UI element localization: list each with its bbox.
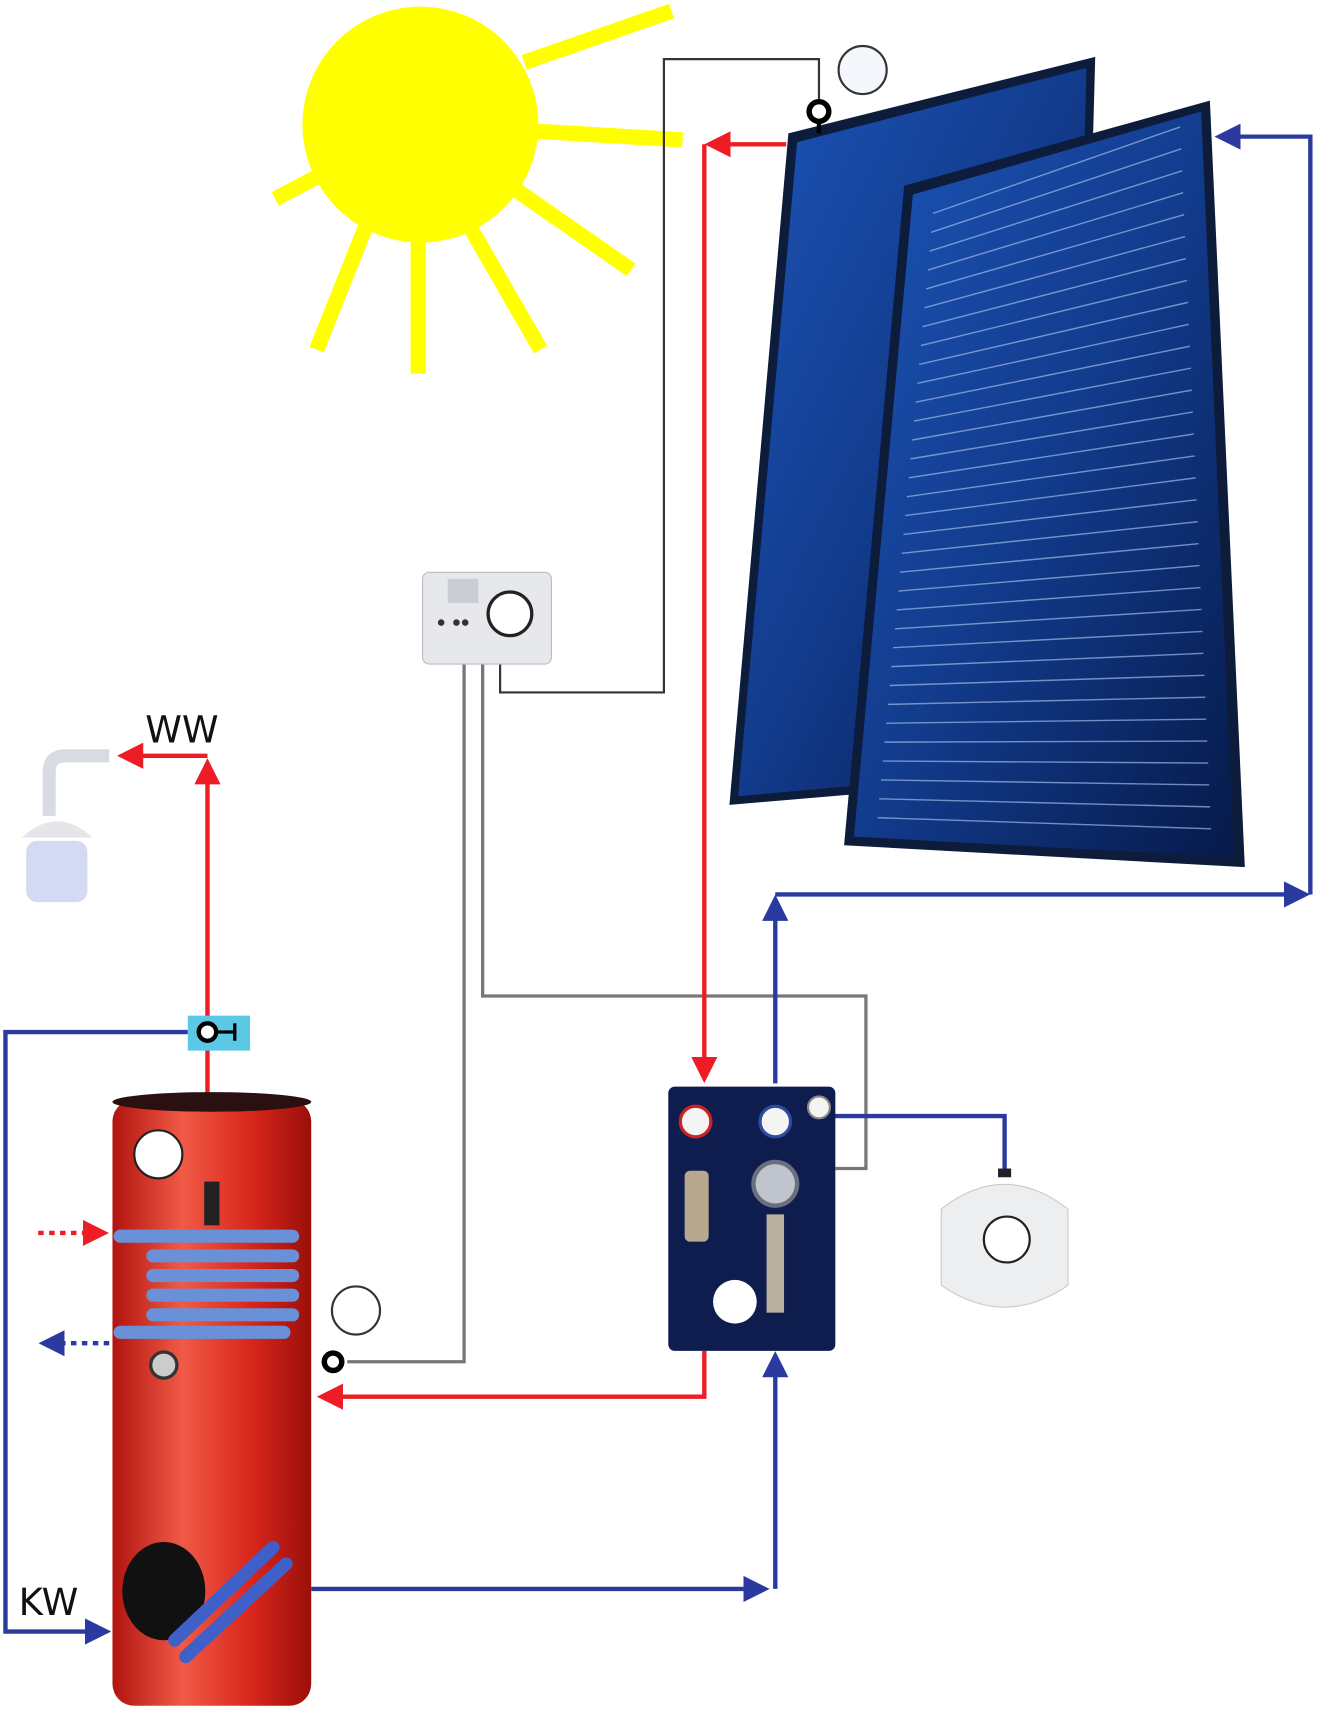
absorber-stripe <box>879 798 1211 808</box>
expansion-vessel <box>940 1168 1069 1308</box>
absorber-stripe <box>908 433 1194 479</box>
pump-label-circle <box>713 1279 757 1324</box>
absorber-stripe <box>899 542 1199 573</box>
absorber-stripe <box>896 586 1201 611</box>
absorber-stripe <box>927 192 1184 271</box>
heating-circuit-arrows <box>38 1219 110 1357</box>
absorber-stripe <box>915 345 1191 403</box>
vessel-label-circle <box>982 1215 1031 1264</box>
sun-icon <box>271 3 683 374</box>
absorber-stripe <box>884 740 1208 743</box>
absorber-stripe <box>913 367 1192 422</box>
absorber-stripe <box>920 279 1188 347</box>
collector-label-circle <box>837 44 888 96</box>
storage-tank <box>112 1092 312 1706</box>
tank-label-circle <box>133 1129 184 1180</box>
absorber-stripe <box>929 170 1183 252</box>
absorber-stripe <box>886 718 1207 724</box>
absorber-stripe <box>882 760 1209 764</box>
shower-head-icon <box>21 749 110 903</box>
absorber-stripe <box>905 477 1196 517</box>
absorber-stripe <box>893 630 1203 649</box>
cold-pipes <box>3 123 1313 1645</box>
absorber-stripe <box>903 499 1197 536</box>
absorber-stripe <box>932 126 1181 215</box>
absorber-stripe <box>880 779 1210 786</box>
sensor-wires <box>347 662 868 1364</box>
absorber-stripe <box>910 411 1193 460</box>
control-wires <box>499 58 821 694</box>
upper-coil <box>113 1229 300 1339</box>
controller-label-circle <box>486 590 534 638</box>
absorber-stripe <box>924 235 1186 309</box>
solar-collector-front <box>844 100 1245 868</box>
tank-sensor-icon <box>321 1350 345 1374</box>
absorber-stripe <box>891 652 1204 668</box>
cold-water-label: KW <box>19 1581 79 1624</box>
absorber-stripe <box>931 148 1182 233</box>
hot-water-label: WW <box>145 709 218 752</box>
collector-sensor-icon <box>806 98 832 134</box>
tank-sensor-label-circle <box>330 1285 382 1336</box>
absorber-stripe <box>917 323 1190 385</box>
solar-coil <box>129 1398 286 1544</box>
solar-controller <box>422 571 552 665</box>
absorber-stripe <box>906 455 1195 498</box>
absorber-stripe <box>877 816 1212 830</box>
absorber-stripe <box>918 301 1189 366</box>
pump-station <box>668 1086 836 1351</box>
absorber-stripe <box>887 696 1206 706</box>
absorber-stripe <box>922 257 1187 328</box>
absorber-stripe <box>889 674 1205 687</box>
absorber-stripe <box>898 564 1200 592</box>
absorber-stripe <box>925 213 1185 290</box>
mixing-valve-icon <box>187 1015 251 1051</box>
absorber-stripe <box>894 608 1202 630</box>
absorber-stripe <box>901 521 1198 555</box>
absorber-stripe <box>912 389 1192 441</box>
